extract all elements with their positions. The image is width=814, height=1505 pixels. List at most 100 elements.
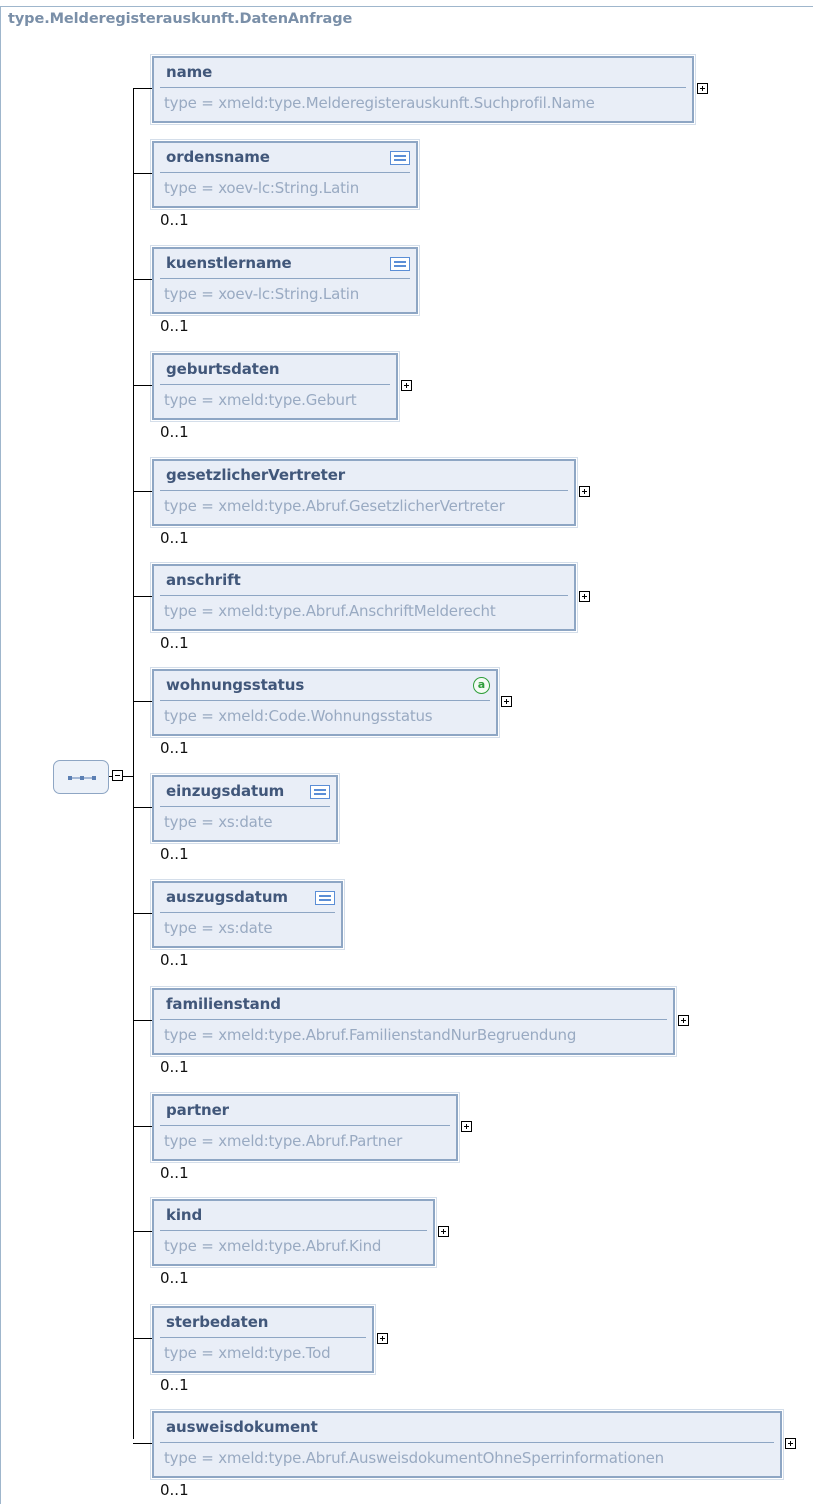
element-type: type = xmeld:type.Abruf.AnschriftMeldere…: [164, 602, 496, 620]
element-node-kind[interactable]: kind type = xmeld:type.Abruf.Kind: [150, 1197, 437, 1268]
element-node-sterbedaten[interactable]: sterbedaten type = xmeld:type.Tod: [150, 1304, 376, 1375]
element-separator: [160, 1019, 667, 1020]
cardinality-label: 0..1: [160, 211, 189, 229]
element-name: ausweisdokument: [166, 1418, 318, 1436]
branch-connector: [133, 807, 152, 808]
expand-icon[interactable]: [401, 380, 412, 391]
element-node-name[interactable]: name type = xmeld:type.Melderegisterausku…: [150, 54, 696, 125]
cardinality-label: 0..1: [160, 1269, 189, 1287]
expand-icon[interactable]: [579, 591, 590, 602]
cardinality-label: 0..1: [160, 1481, 189, 1499]
expand-icon[interactable]: [438, 1226, 449, 1237]
branch-vertical-line: [133, 88, 134, 1439]
element-name: kind: [166, 1206, 203, 1224]
cardinality-label: 0..1: [160, 634, 189, 652]
element-name: anschrift: [166, 571, 241, 589]
cardinality-label: 0..1: [160, 1164, 189, 1182]
branch-connector: [133, 1231, 152, 1232]
cardinality-label: 0..1: [160, 529, 189, 547]
element-name: gesetzlicherVertreter: [166, 466, 346, 484]
element-separator: [160, 1442, 774, 1443]
element-separator: [160, 1337, 366, 1338]
element-node-partner[interactable]: partner type = xmeld:type.Abruf.Partner: [150, 1092, 460, 1163]
element-separator: [160, 490, 568, 491]
element-type: type = xmeld:type.Melderegisterauskunft.…: [164, 94, 595, 112]
element-name: sterbedaten: [166, 1313, 269, 1331]
element-type: type = xmeld:Code.Wohnungsstatus: [164, 707, 433, 725]
element-name: wohnungsstatus: [166, 676, 305, 694]
expand-icon[interactable]: [697, 83, 708, 94]
diagram-frame: [0, 6, 813, 1504]
attribute-icon: a: [473, 677, 490, 694]
element-separator: [160, 595, 568, 596]
element-separator: [160, 1230, 427, 1231]
element-name: kuenstlername: [166, 254, 292, 272]
documentation-icon: [390, 151, 410, 165]
element-type: type = xmeld:type.Abruf.Partner: [164, 1132, 403, 1150]
element-type: type = xoev-lc:String.Latin: [164, 285, 360, 303]
element-node-wohnungsstatus[interactable]: wohnungsstatus type = xmeld:Code.Wohnungs…: [150, 667, 500, 738]
documentation-icon: [390, 257, 410, 271]
element-node-ausweisdokument[interactable]: ausweisdokument type = xmeld:type.Abruf.A…: [150, 1409, 784, 1480]
element-node-geburtsdaten[interactable]: geburtsdaten type = xmeld:type.Geburt: [150, 351, 400, 422]
compositor-collapse-icon[interactable]: [112, 770, 123, 781]
sequence-compositor[interactable]: [53, 760, 109, 794]
element-type: type = xmeld:type.Geburt: [164, 391, 357, 409]
element-name: auszugsdatum: [166, 888, 288, 906]
element-node-familienstand[interactable]: familienstand type = xmeld:type.Abruf.Fam…: [150, 986, 677, 1057]
element-name: ordensname: [166, 148, 270, 166]
cardinality-label: 0..1: [160, 317, 189, 335]
expand-icon[interactable]: [678, 1015, 689, 1026]
documentation-icon: [310, 785, 330, 799]
cardinality-label: 0..1: [160, 739, 189, 757]
element-type: type = xmeld:type.Tod: [164, 1344, 331, 1362]
branch-connector: [133, 279, 152, 280]
branch-connector: [133, 1338, 152, 1339]
element-separator: [160, 700, 490, 701]
element-type: type = xmeld:type.Abruf.AusweisdokumentO…: [164, 1449, 664, 1467]
cardinality-label: 0..1: [160, 1376, 189, 1394]
branch-connector: [133, 1126, 152, 1127]
branch-connector: [133, 701, 152, 702]
element-name: einzugsdatum: [166, 782, 285, 800]
branch-connector: [133, 596, 152, 597]
branch-connector: [133, 88, 152, 89]
sequence-icon: [68, 776, 96, 780]
element-type: type = xmeld:type.Abruf.FamilienstandNur…: [164, 1026, 577, 1044]
element-separator: [160, 806, 330, 807]
cardinality-label: 0..1: [160, 951, 189, 969]
expand-icon[interactable]: [501, 696, 512, 707]
element-separator: [160, 384, 390, 385]
element-type: type = xs:date: [164, 813, 273, 831]
compositor-connector-left: [109, 776, 112, 777]
expand-icon[interactable]: [785, 1438, 796, 1449]
element-type: type = xmeld:type.Abruf.Kind: [164, 1237, 382, 1255]
diagram-title: type.Melderegisterauskunft.DatenAnfrage: [8, 11, 353, 27]
compositor-connector-right: [123, 776, 134, 777]
cardinality-label: 0..1: [160, 1058, 189, 1076]
expand-icon[interactable]: [579, 486, 590, 497]
element-name: familienstand: [166, 995, 281, 1013]
element-name: partner: [166, 1101, 229, 1119]
branch-connector: [133, 1443, 152, 1444]
element-separator: [160, 1125, 450, 1126]
element-node-kuenstlername[interactable]: kuenstlername type = xoev-lc:String.Latin: [150, 245, 420, 316]
documentation-icon: [315, 891, 335, 905]
element-separator: [160, 912, 335, 913]
expand-icon[interactable]: [461, 1121, 472, 1132]
branch-connector: [133, 385, 152, 386]
element-name: geburtsdaten: [166, 360, 280, 378]
element-type: type = xs:date: [164, 919, 273, 937]
element-separator: [160, 278, 410, 279]
element-separator: [160, 172, 410, 173]
element-node-gesetzlicherVertreter[interactable]: gesetzlicherVertreter type = xmeld:type.A…: [150, 457, 578, 528]
expand-icon[interactable]: [377, 1333, 388, 1344]
element-type: type = xmeld:type.Abruf.GesetzlicherVert…: [164, 497, 505, 515]
element-node-auszugsdatum[interactable]: auszugsdatum type = xs:date: [150, 879, 345, 950]
element-node-einzugsdatum[interactable]: einzugsdatum type = xs:date: [150, 773, 340, 844]
branch-connector: [133, 913, 152, 914]
element-name: name: [166, 63, 213, 81]
element-node-anschrift[interactable]: anschrift type = xmeld:type.Abruf.Anschri…: [150, 562, 578, 633]
branch-connector: [133, 1020, 152, 1021]
